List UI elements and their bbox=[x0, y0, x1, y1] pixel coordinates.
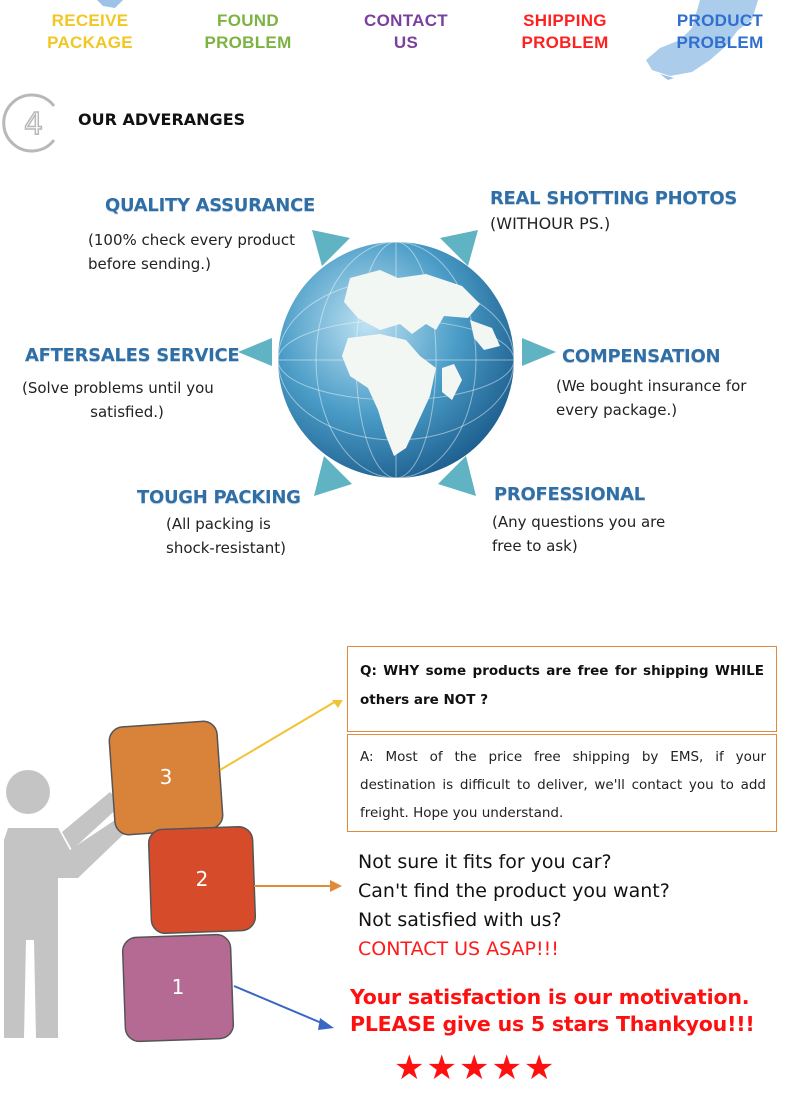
adv-professional-desc: (Any questions you are free to ask) bbox=[492, 510, 665, 558]
block-label: 1 bbox=[172, 975, 185, 999]
block-1: 1 bbox=[121, 933, 235, 1043]
section-number: 4 bbox=[24, 107, 43, 142]
arrow-ne-icon bbox=[440, 230, 478, 266]
adv-quality-title: QUALITY ASSURANCE bbox=[105, 195, 315, 216]
desc-line: before sending.) bbox=[88, 255, 211, 273]
person-icon bbox=[4, 770, 128, 1038]
adv-aftersales-title: AFTERSALES SERVICE bbox=[25, 345, 240, 366]
adv-aftersales-desc: (Solve problems until you satisfied.) bbox=[22, 376, 232, 424]
question-text: Q: WHY some products are free for shippi… bbox=[360, 663, 764, 708]
satisfaction-line-2: PLEASE give us 5 stars Thankyou!!! bbox=[350, 1012, 755, 1036]
step-found-problem: FOUND PROBLEM bbox=[198, 10, 298, 54]
section-title: OUR ADVERANGES bbox=[78, 110, 246, 129]
step-line: PROBLEM bbox=[676, 33, 764, 52]
answer-box: A: Most of the price free shipping by EM… bbox=[347, 734, 777, 832]
block-label: 3 bbox=[160, 765, 173, 789]
step-receive-package: RECEIVE PACKAGE bbox=[40, 10, 140, 54]
step-line: SHIPPING bbox=[523, 11, 607, 30]
desc-line: every package.) bbox=[556, 401, 678, 419]
adv-professional-title: PROFESSIONAL bbox=[494, 484, 645, 505]
block-2: 2 bbox=[147, 825, 257, 935]
stacking-figure-graphic: 3 2 1 bbox=[4, 700, 343, 1043]
answer-text: A: Most of the price free shipping by EM… bbox=[360, 749, 766, 821]
arrow-w-icon bbox=[238, 338, 272, 366]
adv-packing-title: TOUGH PACKING bbox=[137, 487, 301, 508]
desc-line: satisfied.) bbox=[90, 403, 164, 421]
adv-quality-desc: (100% check every product before sending… bbox=[88, 228, 295, 276]
step-line: PROBLEM bbox=[521, 33, 609, 52]
contact-us-line: CONTACT US ASAP!!! bbox=[358, 938, 559, 960]
step-line: US bbox=[393, 33, 419, 52]
adv-photos-desc: (WITHOUR PS.) bbox=[490, 214, 611, 233]
adv-packing-desc: (All packing is shock-resistant) bbox=[166, 512, 286, 560]
step-line: CONTACT bbox=[364, 11, 448, 30]
question-box: Q: WHY some products are free for shippi… bbox=[347, 646, 777, 732]
adv-compensation-desc: (We bought insurance for every package.) bbox=[556, 374, 746, 422]
block-label: 2 bbox=[196, 867, 209, 891]
map-fragment-icon bbox=[646, 0, 758, 80]
desc-line: free to ask) bbox=[492, 537, 578, 555]
arrow-nw-icon bbox=[312, 230, 350, 266]
step-line: PACKAGE bbox=[47, 33, 133, 52]
map-fragment-icon bbox=[97, 0, 123, 8]
help-line-1: Not sure it fits for you car? bbox=[358, 851, 612, 873]
arrow-yellow-icon bbox=[219, 700, 339, 771]
step-contact-us: CONTACT US bbox=[356, 10, 456, 54]
arrow-blue-icon bbox=[233, 985, 325, 1025]
arrow-e-icon bbox=[522, 338, 556, 366]
desc-line: shock-resistant) bbox=[166, 539, 287, 557]
block-shape bbox=[121, 933, 235, 1043]
desc-line: (We bought insurance for bbox=[556, 377, 747, 395]
step-line: FOUND bbox=[217, 11, 279, 30]
adv-photos-title: REAL SHOTTING PHOTOS bbox=[490, 188, 738, 209]
block-shape bbox=[147, 825, 257, 935]
arrow-sw-icon bbox=[314, 456, 352, 496]
desc-line: (100% check every product bbox=[88, 231, 296, 249]
step-product-problem: PRODUCT PROBLEM bbox=[668, 10, 772, 54]
help-line-3: Not satisfied with us? bbox=[358, 909, 562, 931]
desc-line: (Solve problems until you bbox=[22, 379, 214, 397]
step-line: PRODUCT bbox=[676, 11, 764, 30]
step-shipping-problem: SHIPPING PROBLEM bbox=[514, 10, 616, 54]
five-stars-rating: ★★★★★ bbox=[394, 1048, 557, 1088]
help-line-2: Can't find the product you want? bbox=[358, 880, 670, 902]
arrow-se-icon bbox=[438, 456, 476, 496]
desc-line: (Any questions you are bbox=[492, 513, 666, 531]
step-line: RECEIVE bbox=[51, 11, 129, 30]
satisfaction-line-1: Your satisfaction is our motivation. bbox=[350, 985, 750, 1009]
desc-line: (All packing is bbox=[166, 515, 271, 533]
block-3: 3 bbox=[108, 720, 224, 836]
step-line: PROBLEM bbox=[204, 33, 292, 52]
adv-compensation-title: COMPENSATION bbox=[562, 346, 721, 367]
section-number-icon: 4 bbox=[2, 93, 56, 153]
globe-graphic bbox=[238, 230, 556, 496]
